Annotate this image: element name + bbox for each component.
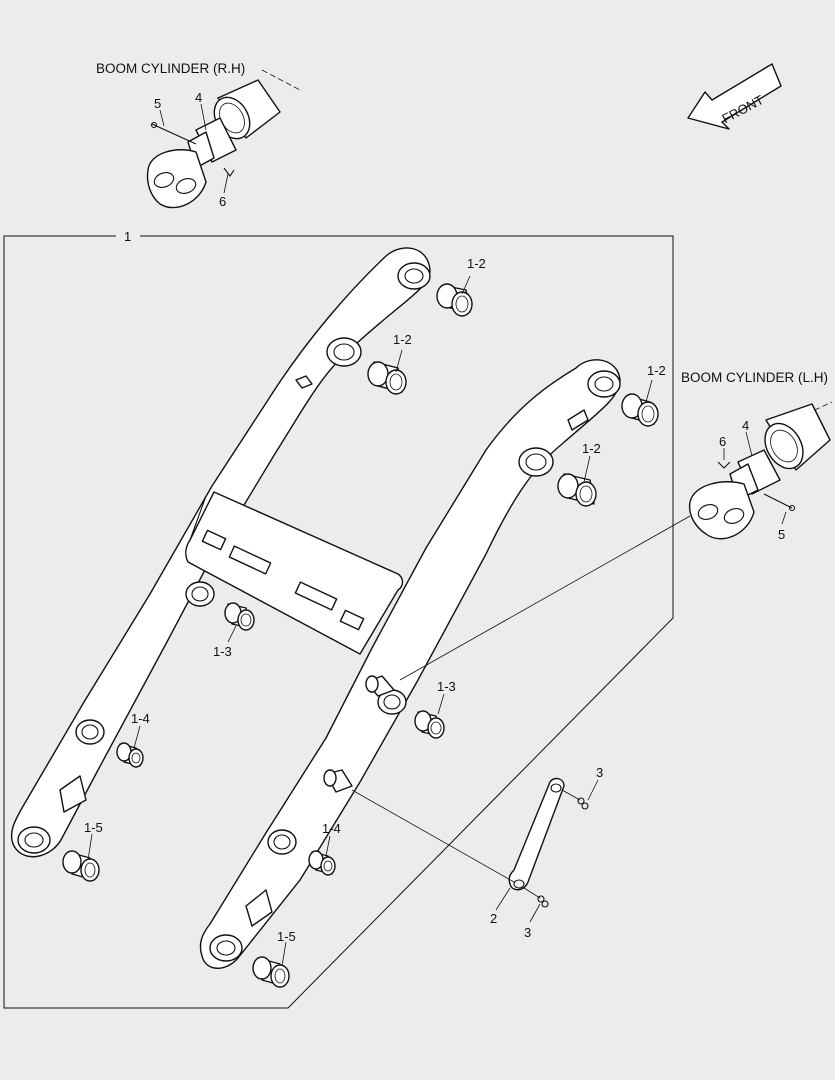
boom-assembly [10, 247, 621, 969]
bushing-1-4-a [116, 742, 144, 768]
bushing-1-2-b [367, 361, 407, 395]
pin-3-upper [561, 789, 589, 810]
assembly-frame [3, 235, 674, 1009]
callout-1-5-b: 1-5 [277, 929, 296, 944]
callout-1-3-b: 1-3 [437, 679, 456, 694]
bushing-1-3-a [224, 602, 255, 631]
boom-cylinder-rh-title: BOOM CYLINDER (R.H) [96, 61, 245, 76]
callout-1-2-c: 1-2 [647, 363, 666, 378]
boom-cylinder-lh-title: BOOM CYLINDER (L.H) [681, 370, 828, 385]
callout-1-2-b: 1-2 [393, 332, 412, 347]
callout-1-2-d: 1-2 [582, 441, 601, 456]
bushings [62, 283, 659, 988]
front-arrow: FRONT [687, 63, 782, 130]
lh-callout-5: 5 [778, 527, 785, 542]
bushing-1-2-c [621, 393, 659, 427]
boom-cylinder-rh [146, 69, 301, 209]
bushing-1-5-a [62, 850, 100, 882]
callout-1-5-a: 1-5 [84, 820, 103, 835]
assembly-number: 1 [124, 229, 131, 244]
leader-lines [87, 275, 691, 967]
callout-1-2-a: 1-2 [467, 256, 486, 271]
callout-3-lower: 3 [524, 925, 531, 940]
bushing-1-2-a [436, 283, 473, 317]
callout-1-4-b: 1-4 [322, 821, 341, 836]
bushing-1-5-b [252, 956, 290, 988]
link-2 [508, 777, 565, 891]
bushing-1-3-b [414, 710, 445, 739]
rh-callout-6: 6 [219, 194, 226, 209]
cross-beam [185, 491, 404, 655]
bushing-1-2-d [557, 473, 597, 507]
rh-callout-4: 4 [195, 90, 202, 105]
callout-1-4-a: 1-4 [131, 711, 150, 726]
bushing-1-4-b [308, 850, 336, 876]
callout-1-3-a: 1-3 [213, 644, 232, 659]
callout-3-upper: 3 [596, 765, 603, 780]
callout-2: 2 [490, 911, 497, 926]
boom-cylinder-lh [688, 401, 833, 540]
lh-callout-4: 4 [742, 418, 749, 433]
lh-callout-6: 6 [719, 434, 726, 449]
rh-callout-5: 5 [154, 96, 161, 111]
pin-3-lower [523, 887, 549, 908]
